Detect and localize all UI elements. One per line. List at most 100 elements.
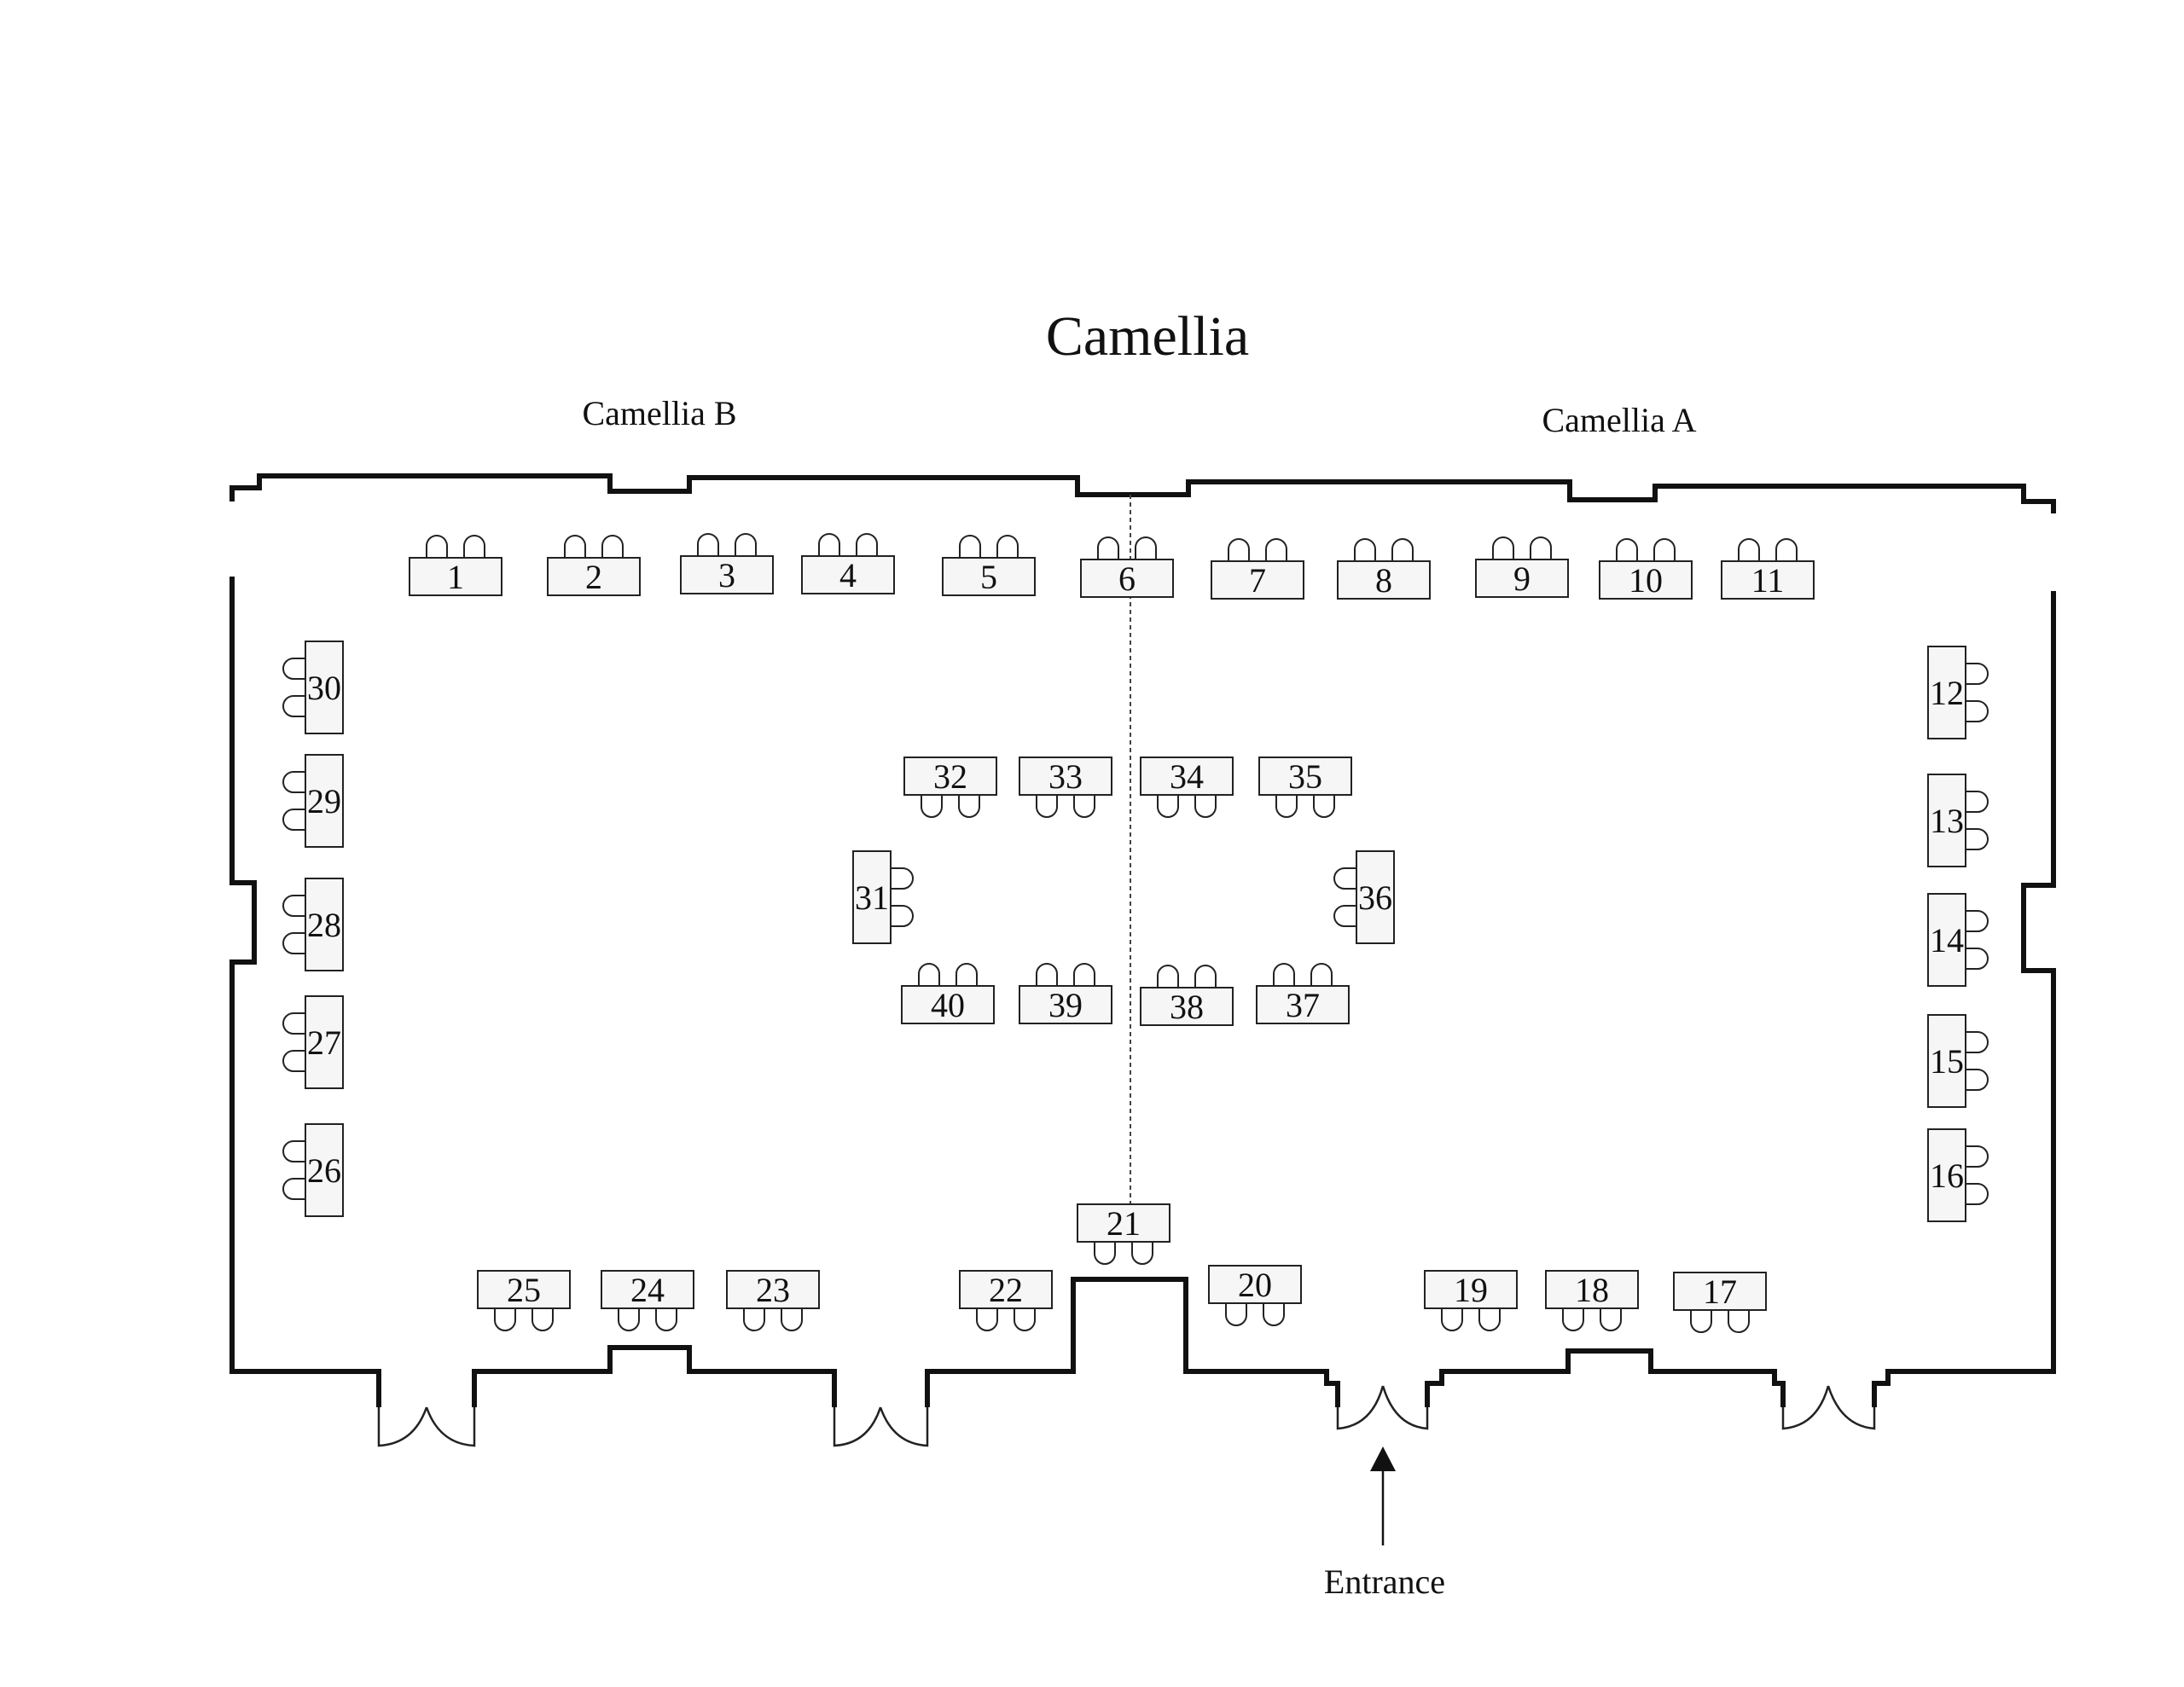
table-rect — [305, 995, 344, 1089]
chair-icon — [1157, 965, 1179, 988]
table-number: 4 — [839, 556, 857, 594]
table-number: 40 — [931, 986, 965, 1024]
table-number: 37 — [1286, 986, 1320, 1024]
table-39: 39 — [1019, 963, 1112, 1024]
table-20: 20 — [1208, 1265, 1302, 1326]
chair-icon — [494, 1308, 516, 1331]
chair-icon — [1157, 795, 1179, 818]
chair-icon — [282, 895, 305, 917]
table-9: 9 — [1475, 536, 1569, 598]
chair-icon — [735, 533, 757, 556]
table-40: 40 — [901, 963, 995, 1024]
chair-icon — [1014, 1308, 1036, 1331]
table-36: 36 — [1333, 850, 1395, 944]
table-22: 22 — [959, 1270, 1053, 1331]
chair-icon — [918, 963, 940, 986]
table-rect — [1019, 985, 1112, 1024]
room-label-camellia-a: Camellia A — [1542, 401, 1696, 439]
table-rect — [680, 555, 774, 594]
table-number: 32 — [933, 757, 967, 796]
chair-icon — [282, 771, 305, 793]
table-number: 27 — [307, 1023, 341, 1062]
table-rect — [1475, 559, 1569, 598]
table-38: 38 — [1140, 965, 1234, 1026]
table-2: 2 — [547, 535, 641, 596]
table-7: 7 — [1211, 538, 1304, 600]
chair-icon — [1333, 867, 1356, 890]
table-number: 35 — [1288, 757, 1322, 796]
table-35: 35 — [1258, 757, 1352, 818]
table-rect — [801, 555, 895, 594]
table-26: 26 — [282, 1123, 344, 1217]
chair-icon — [1530, 536, 1552, 559]
chair-icon — [1131, 1242, 1153, 1265]
chair-icon — [1966, 948, 1989, 970]
table-number: 2 — [585, 558, 602, 596]
table-33: 33 — [1019, 757, 1112, 818]
table-number: 31 — [855, 878, 889, 917]
chair-icon — [618, 1308, 640, 1331]
table-number: 15 — [1930, 1042, 1964, 1081]
chair-icon — [601, 535, 624, 558]
table-number: 33 — [1048, 757, 1083, 796]
chair-icon — [1265, 538, 1287, 561]
table-32: 32 — [903, 757, 997, 818]
table-rect — [601, 1270, 694, 1309]
chair-icon — [1194, 965, 1217, 988]
table-17: 17 — [1673, 1272, 1767, 1333]
chair-icon — [959, 535, 981, 558]
table-number: 38 — [1170, 988, 1204, 1026]
entrance-arrow-icon — [1370, 1446, 1396, 1471]
table-number: 14 — [1930, 921, 1964, 959]
table-16: 16 — [1927, 1128, 1989, 1222]
table-23: 23 — [726, 1270, 820, 1331]
chair-icon — [781, 1308, 803, 1331]
table-29: 29 — [282, 754, 344, 848]
chair-icon — [1391, 538, 1414, 561]
table-rect — [1019, 757, 1112, 796]
table-number: 22 — [989, 1271, 1023, 1309]
table-rect — [726, 1270, 820, 1309]
door-entrance — [1336, 1385, 1429, 1430]
table-28: 28 — [282, 878, 344, 971]
table-27: 27 — [282, 995, 344, 1089]
chair-icon — [891, 905, 914, 927]
chair-icon — [1966, 1031, 1989, 1053]
table-rect — [1077, 1203, 1170, 1243]
table-number: 8 — [1375, 561, 1392, 600]
table-number: 34 — [1170, 757, 1204, 796]
table-rect — [1080, 559, 1174, 598]
table-rect — [942, 557, 1036, 596]
table-number: 21 — [1107, 1204, 1141, 1243]
entrance-label: Entrance — [1324, 1562, 1445, 1601]
chair-icon — [1653, 538, 1676, 561]
table-rect — [305, 878, 344, 971]
chair-icon — [697, 533, 719, 556]
table-25: 25 — [477, 1270, 571, 1331]
chair-icon — [1966, 700, 1989, 722]
table-rect — [959, 1270, 1053, 1309]
chair-icon — [1135, 536, 1157, 559]
chair-icon — [1616, 538, 1638, 561]
chair-icon — [1966, 1069, 1989, 1091]
table-3: 3 — [680, 533, 774, 594]
chair-icon — [1225, 1303, 1247, 1326]
table-rect — [1927, 646, 1966, 739]
chair-icon — [1073, 795, 1095, 818]
door-1 — [377, 1406, 476, 1447]
table-number: 9 — [1513, 559, 1531, 598]
chair-icon — [1966, 828, 1989, 850]
wall-left — [229, 577, 257, 1352]
chair-icon — [282, 932, 305, 954]
chair-icon — [1097, 536, 1119, 559]
table-4: 4 — [801, 533, 895, 594]
table-11: 11 — [1721, 538, 1815, 600]
chair-icon — [956, 963, 978, 986]
table-rect — [1673, 1272, 1767, 1311]
table-6: 6 — [1080, 536, 1174, 598]
table-number: 36 — [1358, 878, 1392, 917]
table-30: 30 — [282, 641, 344, 734]
table-rect — [1140, 987, 1234, 1026]
table-10: 10 — [1599, 538, 1693, 600]
